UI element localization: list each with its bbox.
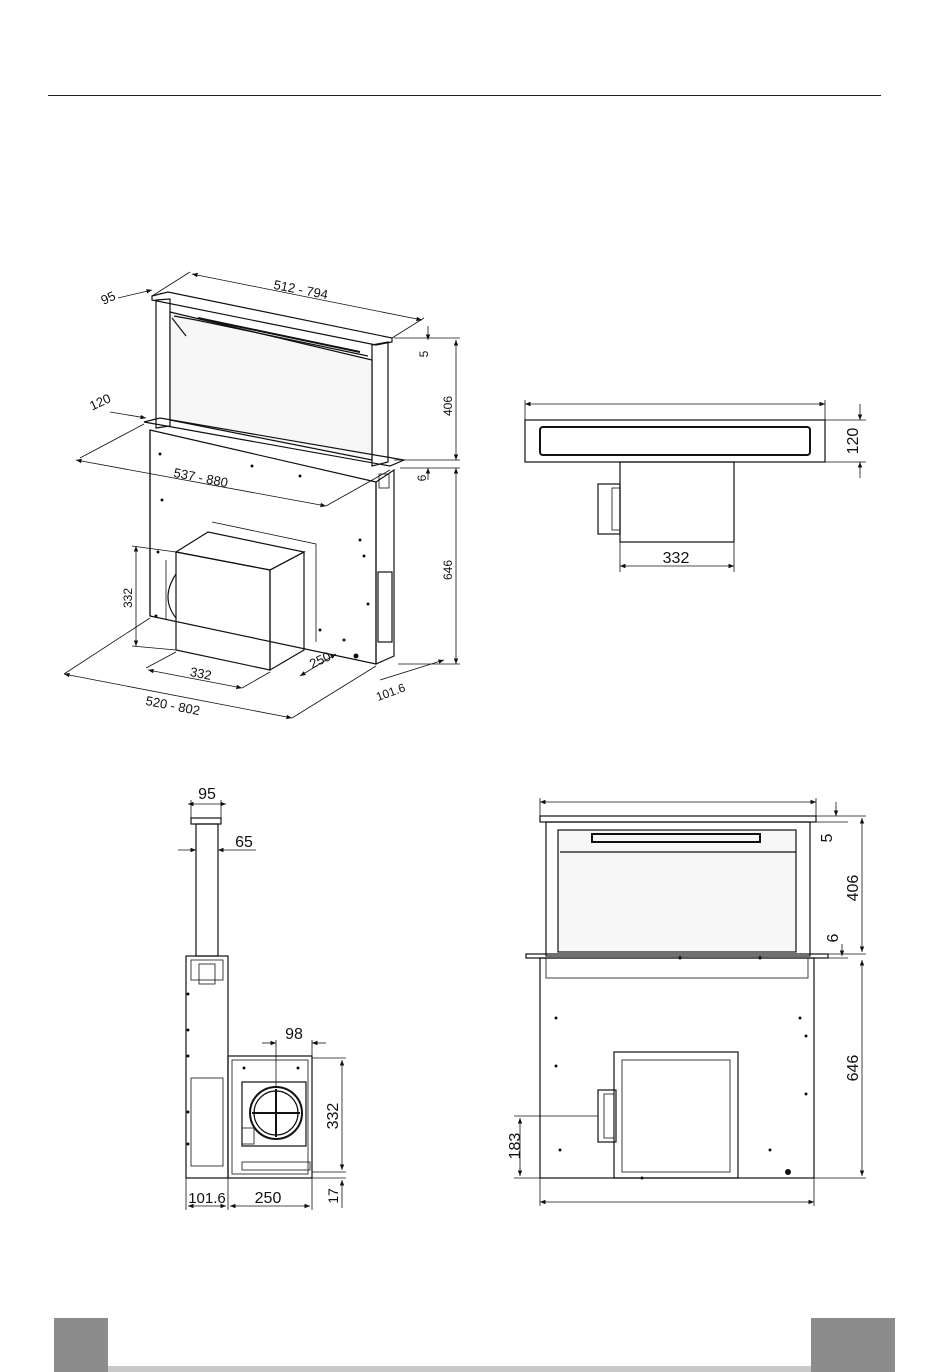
side-dim-bottom: 17: [325, 1188, 341, 1204]
front-view-cap: [540, 816, 816, 822]
front-screw-dots: [555, 957, 808, 1180]
front-view: 5 406 6 646 183: [507, 798, 866, 1206]
iso-dim-motor-depth: 250: [307, 649, 333, 672]
iso-right-column: [372, 342, 388, 466]
side-dim-outlet: 98: [285, 1026, 303, 1043]
side-dim-motor-height: 332: [325, 1103, 342, 1130]
iso-dim-depth-top: 95: [98, 288, 117, 308]
top-dim-height: 120: [845, 428, 862, 455]
front-view-lower-body: [540, 958, 814, 1178]
iso-dim-depth-side: 120: [87, 391, 113, 414]
iso-motor-front: [176, 552, 270, 670]
iso-dim-gap-mid: 6: [415, 474, 429, 481]
footer-block-right: [811, 1318, 895, 1372]
side-dim-depth-front: 101.6: [188, 1190, 226, 1207]
front-dim-height-upper: 406: [845, 875, 862, 902]
side-view: 95 65 98 332 101.6 250 17: [178, 786, 346, 1210]
iso-screw-dots: [155, 453, 370, 659]
iso-left-column: [156, 299, 170, 428]
iso-dim-motor-width: 332: [189, 664, 213, 683]
front-view-panel: [558, 830, 796, 952]
iso-dim-width-cabinet: 537 - 880: [172, 465, 229, 490]
front-dim-gap-top: 5: [819, 833, 836, 842]
footer-rule: [108, 1366, 811, 1372]
iso-dim-height-upper: 406: [441, 396, 455, 416]
top-view-motor: [620, 462, 734, 542]
side-view-motor: [228, 1056, 312, 1178]
side-view-chimney: [196, 824, 218, 956]
side-view-cap: [191, 818, 221, 824]
iso-dim-width-top: 512 - 794: [272, 277, 329, 302]
side-screw-dots: [187, 993, 300, 1146]
front-dim-gap-mid: 6: [825, 933, 842, 942]
front-dim-outlet-height: 183: [507, 1133, 524, 1160]
iso-dim-width-bottom: 520 - 802: [144, 693, 201, 718]
iso-dim-gap-top: 5: [417, 350, 431, 357]
side-dim-chimney: 65: [235, 834, 253, 851]
top-dim-motor-width: 332: [663, 550, 690, 567]
footer-block-left: [54, 1318, 108, 1372]
front-dim-height-lower: 646: [845, 1055, 862, 1082]
side-dim-top: 95: [198, 786, 216, 803]
front-view-motor: [614, 1052, 738, 1178]
iso-dim-bottom-depth: 101.6: [374, 680, 407, 704]
top-view: 120 332: [525, 400, 866, 572]
side-dim-motor-depth: 250: [255, 1190, 282, 1207]
isometric-view: 512 - 794 95 120 537 - 880 5 406 6 646 3…: [64, 272, 460, 718]
iso-cabinet-side: [376, 470, 394, 664]
iso-dim-motor-height: 332: [121, 588, 135, 608]
side-view-body: [186, 956, 228, 1178]
iso-motor-side: [270, 552, 304, 670]
iso-dim-height-lower: 646: [441, 560, 455, 580]
